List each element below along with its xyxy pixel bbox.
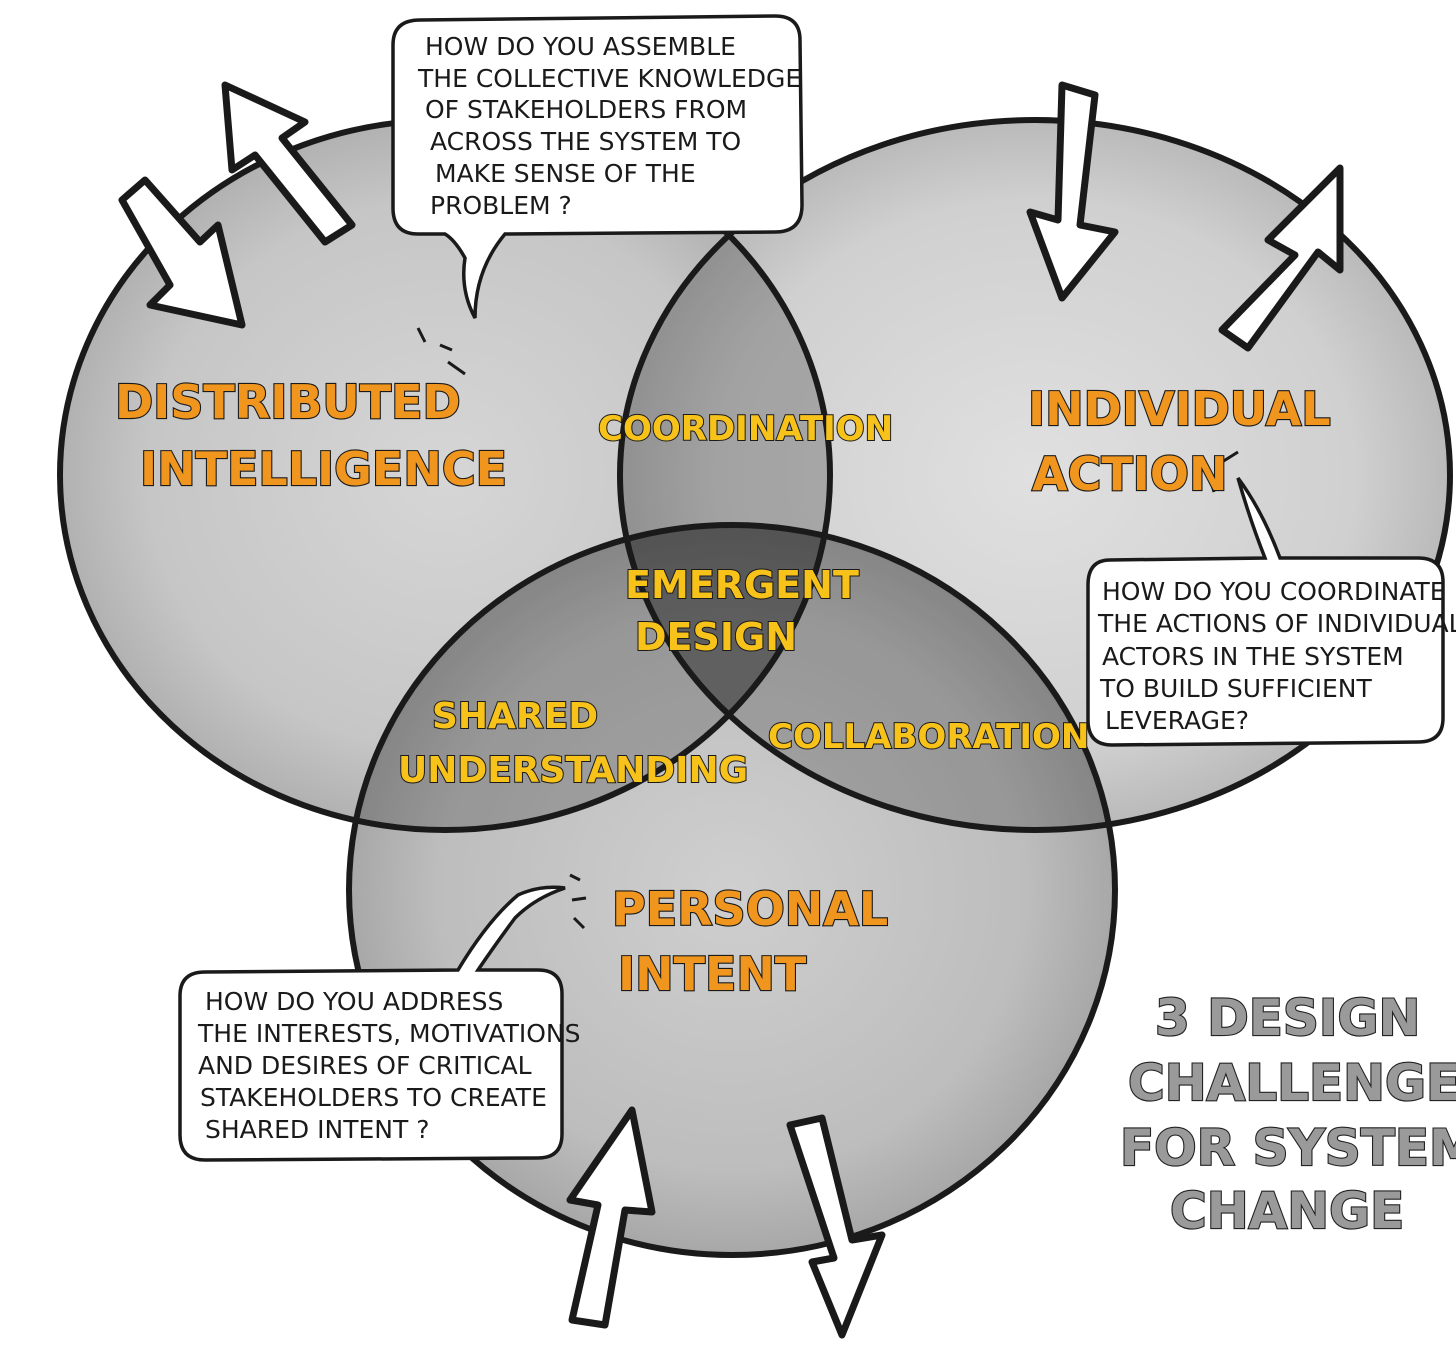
outline-top-right — [617, 117, 1453, 833]
label-individual-line1: INDIVIDUAL — [1028, 382, 1331, 436]
label-personal-line2: INTENT — [618, 947, 807, 1001]
bubble-right-line: HOW DO YOU COORDINATE — [1102, 577, 1446, 606]
bubble-bottom-shape — [178, 885, 566, 1162]
bubble-top-line: HOW DO YOU ASSEMBLE — [425, 32, 736, 61]
outline-bottom — [346, 522, 1118, 1258]
bubble-bottom-spark-icon — [569, 873, 587, 930]
arrow-in-top-right-icon — [1026, 81, 1119, 302]
title-line: 3 DESIGN — [1155, 989, 1420, 1047]
label-individual-line2: ACTION — [1032, 447, 1227, 501]
label-personal-line1: PERSONAL — [612, 882, 888, 936]
bubble-top-spark-icon — [416, 327, 466, 376]
overlap-collaboration-region — [620, 525, 1115, 830]
bubble-bottom-line: THE INTERESTS, MOTIVATIONS — [197, 1019, 580, 1048]
label-emergent-line2: DESIGN — [635, 615, 797, 659]
arrow-out-bottom-icon — [786, 1114, 886, 1339]
label-emergent-design: EMERGENT DESIGN — [625, 563, 872, 659]
title-line: FOR SYSTEMS — [1120, 1119, 1456, 1177]
bubble-right-text: HOW DO YOU COORDINATE THE ACTIONS OF IND… — [1097, 577, 1456, 735]
bubble-top-line: MAKE SENSE OF THE — [435, 159, 696, 188]
label-individual-action: INDIVIDUAL ACTION — [1028, 382, 1347, 501]
bubble-bottom-line: AND DESIRES OF CRITICAL — [198, 1051, 532, 1080]
circle-outlines — [57, 117, 1453, 1258]
bubble-top-line: ACROSS THE SYSTEM TO — [430, 127, 741, 156]
speech-bubble-right: HOW DO YOU COORDINATE THE ACTIONS OF IND… — [1086, 450, 1456, 747]
circle-labels: DISTRIBUTED INTELLIGENCE INDIVIDUAL ACTI… — [114, 374, 1347, 1002]
label-emergent-line1: EMERGENT — [625, 563, 859, 607]
bubble-top-line: PROBLEM ? — [430, 191, 572, 220]
arrows — [118, 81, 1344, 1339]
label-shared-line1: SHARED — [432, 696, 598, 737]
speech-bubble-top: HOW DO YOU ASSEMBLE THE COLLECTIVE KNOWL… — [391, 14, 809, 376]
arrow-in-bottom-icon — [566, 1106, 656, 1329]
bubble-bottom-text: HOW DO YOU ADDRESS THE INTERESTS, MOTIVA… — [197, 987, 588, 1144]
bubble-right-line: ACTORS IN THE SYSTEM — [1102, 642, 1404, 671]
label-collaboration: COLLABORATION — [768, 717, 1089, 757]
overlap-labels: COORDINATION EMERGENT DESIGN SHARED UNDE… — [397, 408, 1090, 792]
label-coordination: COORDINATION — [598, 409, 893, 449]
label-distributed-line1: DISTRIBUTED — [115, 375, 461, 429]
bubble-top-shape — [391, 14, 804, 319]
arrow-out-top-right-icon — [1218, 164, 1344, 352]
overlap-shared-understanding-region — [349, 525, 830, 830]
bubble-top-line: THE COLLECTIVE KNOWLEDGE — [417, 64, 801, 93]
bubble-right-line: LEVERAGE? — [1105, 706, 1249, 735]
bubble-top-line: OF STAKEHOLDERS FROM — [425, 95, 747, 124]
title-line: CHALLENGES — [1128, 1054, 1456, 1112]
bubble-right-shape — [1086, 476, 1445, 747]
bubble-right-line: THE ACTIONS OF INDIVIDUAL — [1097, 609, 1456, 638]
bubble-bottom-line: HOW DO YOU ADDRESS — [205, 987, 503, 1016]
bubble-right-line: TO BUILD SUFFICIENT — [1099, 674, 1372, 703]
label-personal-intent: PERSONAL INTENT — [612, 882, 904, 1001]
bubble-bottom-line: STAKEHOLDERS TO CREATE — [200, 1083, 547, 1112]
label-shared-line2: UNDERSTANDING — [398, 750, 748, 791]
arrow-out-top-left-icon — [221, 81, 356, 246]
label-shared-understanding: SHARED UNDERSTANDING — [398, 696, 748, 791]
arrow-in-top-left-icon — [118, 176, 246, 329]
bubble-top-text: HOW DO YOU ASSEMBLE THE COLLECTIVE KNOWL… — [417, 32, 809, 220]
title-line: CHANGE — [1170, 1182, 1404, 1240]
label-distributed-line2: INTELLIGENCE — [140, 442, 507, 496]
bubble-bottom-line: SHARED INTENT ? — [205, 1115, 429, 1144]
bubble-right-spark-icon — [1208, 450, 1239, 493]
label-distributed-intelligence: DISTRIBUTED INTELLIGENCE — [115, 375, 507, 496]
speech-bubble-bottom: HOW DO YOU ADDRESS THE INTERESTS, MOTIVA… — [178, 873, 588, 1162]
diagram-title: 3 DESIGN CHALLENGES FOR SYSTEMS CHANGE — [1120, 989, 1456, 1240]
